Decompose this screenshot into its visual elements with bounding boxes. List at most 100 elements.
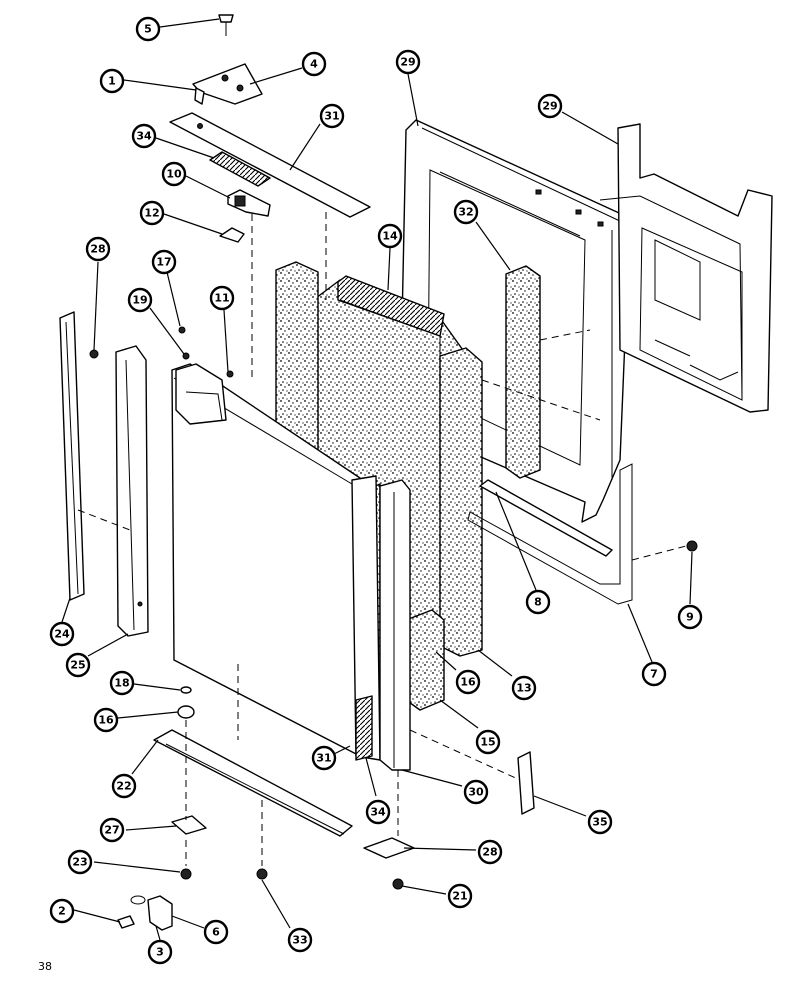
svg-text:31: 31 [324, 110, 339, 123]
hinge-screw [218, 14, 234, 36]
svg-text:11: 11 [214, 292, 229, 305]
svg-text:15: 15 [480, 736, 495, 749]
bottom-hinge-bracket [117, 815, 207, 931]
svg-text:3: 3 [156, 946, 164, 959]
callout-30: 30 [463, 779, 489, 805]
spacer-washer [177, 686, 195, 719]
callout-28-bottom: 28 [477, 839, 503, 865]
svg-text:12: 12 [144, 207, 159, 220]
svg-text:18: 18 [114, 677, 129, 690]
svg-text:17: 17 [156, 256, 171, 269]
callout-11: 11 [209, 285, 235, 311]
bottom-latch-bracket [363, 837, 415, 890]
svg-text:1: 1 [108, 75, 116, 88]
svg-text:35: 35 [592, 816, 607, 829]
svg-text:23: 23 [72, 856, 87, 869]
callout-3: 3 [147, 939, 173, 965]
svg-text:32: 32 [458, 206, 473, 219]
callout-23: 23 [67, 849, 93, 875]
svg-text:19: 19 [132, 294, 147, 307]
callout-14: 14 [377, 223, 403, 249]
right-insulation-strip [439, 347, 483, 657]
bottom-door-rail [153, 729, 353, 837]
callout-28-left: 28 [85, 236, 111, 262]
svg-text:29: 29 [542, 100, 557, 113]
callout-25: 25 [65, 652, 91, 678]
svg-text:4: 4 [310, 58, 318, 71]
control-housing [599, 123, 773, 413]
callout-7: 7 [641, 661, 667, 687]
svg-text:7: 7 [650, 668, 658, 681]
callout-8: 8 [525, 589, 551, 615]
callout-4: 4 [301, 51, 327, 77]
svg-text:21: 21 [452, 890, 467, 903]
top-hinge [192, 63, 263, 105]
svg-text:10: 10 [166, 168, 182, 181]
svg-text:29: 29 [400, 56, 415, 69]
svg-text:24: 24 [54, 628, 70, 641]
svg-text:25: 25 [70, 659, 85, 672]
callout-29-housing: 29 [537, 93, 563, 119]
alignment-lines [77, 212, 687, 866]
svg-text:30: 30 [468, 786, 484, 799]
callout-34-bottom: 34 [365, 799, 391, 825]
left-door-trim [59, 311, 85, 601]
callout-22: 22 [111, 773, 137, 799]
callout-16-left: 16 [93, 707, 119, 733]
callout-16-right: 16 [455, 669, 481, 695]
callout-32: 32 [453, 199, 479, 225]
callout-2: 2 [49, 898, 75, 924]
callout-13: 13 [511, 675, 537, 701]
callout-6: 6 [203, 919, 229, 945]
svg-text:33: 33 [292, 934, 307, 947]
callout-17: 17 [151, 249, 177, 275]
svg-text:9: 9 [686, 611, 694, 624]
top-trim-strip [169, 112, 371, 218]
callout-5: 5 [135, 16, 161, 42]
svg-text:16: 16 [460, 676, 476, 689]
callout-35: 35 [587, 809, 613, 835]
page-number: 38 [38, 960, 52, 973]
callout-24: 24 [49, 621, 75, 647]
door-stop-block [517, 751, 535, 815]
svg-text:16: 16 [98, 714, 114, 727]
callout-18: 18 [109, 670, 135, 696]
top-vent-strip [209, 151, 271, 187]
rear-vertical-strip [505, 265, 541, 479]
door-side-channel [351, 475, 411, 771]
callout-10: 10 [161, 161, 187, 187]
callout-29-frame: 29 [395, 49, 421, 75]
svg-text:27: 27 [104, 824, 119, 837]
callout-31-top: 31 [319, 103, 345, 129]
callout-19-top: 19 [127, 287, 153, 313]
callout-33: 33 [287, 927, 313, 953]
svg-text:6: 6 [212, 926, 220, 939]
svg-text:31: 31 [316, 752, 331, 765]
bottom-screw [256, 868, 268, 880]
callout-12: 12 [139, 200, 165, 226]
svg-text:5: 5 [144, 23, 152, 36]
rear-screw [686, 540, 698, 552]
latch-bracket [227, 189, 271, 217]
svg-text:28: 28 [90, 243, 105, 256]
svg-text:22: 22 [116, 780, 131, 793]
pin-screws [178, 326, 234, 378]
callout-9: 9 [677, 604, 703, 630]
svg-text:34: 34 [136, 130, 152, 143]
callout-1: 1 [99, 68, 125, 94]
leader-lines [61, 18, 693, 941]
svg-text:14: 14 [382, 230, 398, 243]
callout-34-top: 34 [131, 123, 157, 149]
lower-insulation-piece [405, 609, 445, 711]
lower-rear-trim [467, 463, 633, 605]
svg-text:2: 2 [58, 905, 66, 918]
svg-text:13: 13 [516, 682, 531, 695]
left-hinge-rail [115, 345, 149, 637]
callout-21: 21 [447, 883, 473, 909]
svg-text:8: 8 [534, 596, 542, 609]
callout-27: 27 [99, 817, 125, 843]
svg-text:34: 34 [370, 806, 386, 819]
callout-31-bottom: 31 [311, 745, 337, 771]
latch-clip [219, 227, 245, 243]
